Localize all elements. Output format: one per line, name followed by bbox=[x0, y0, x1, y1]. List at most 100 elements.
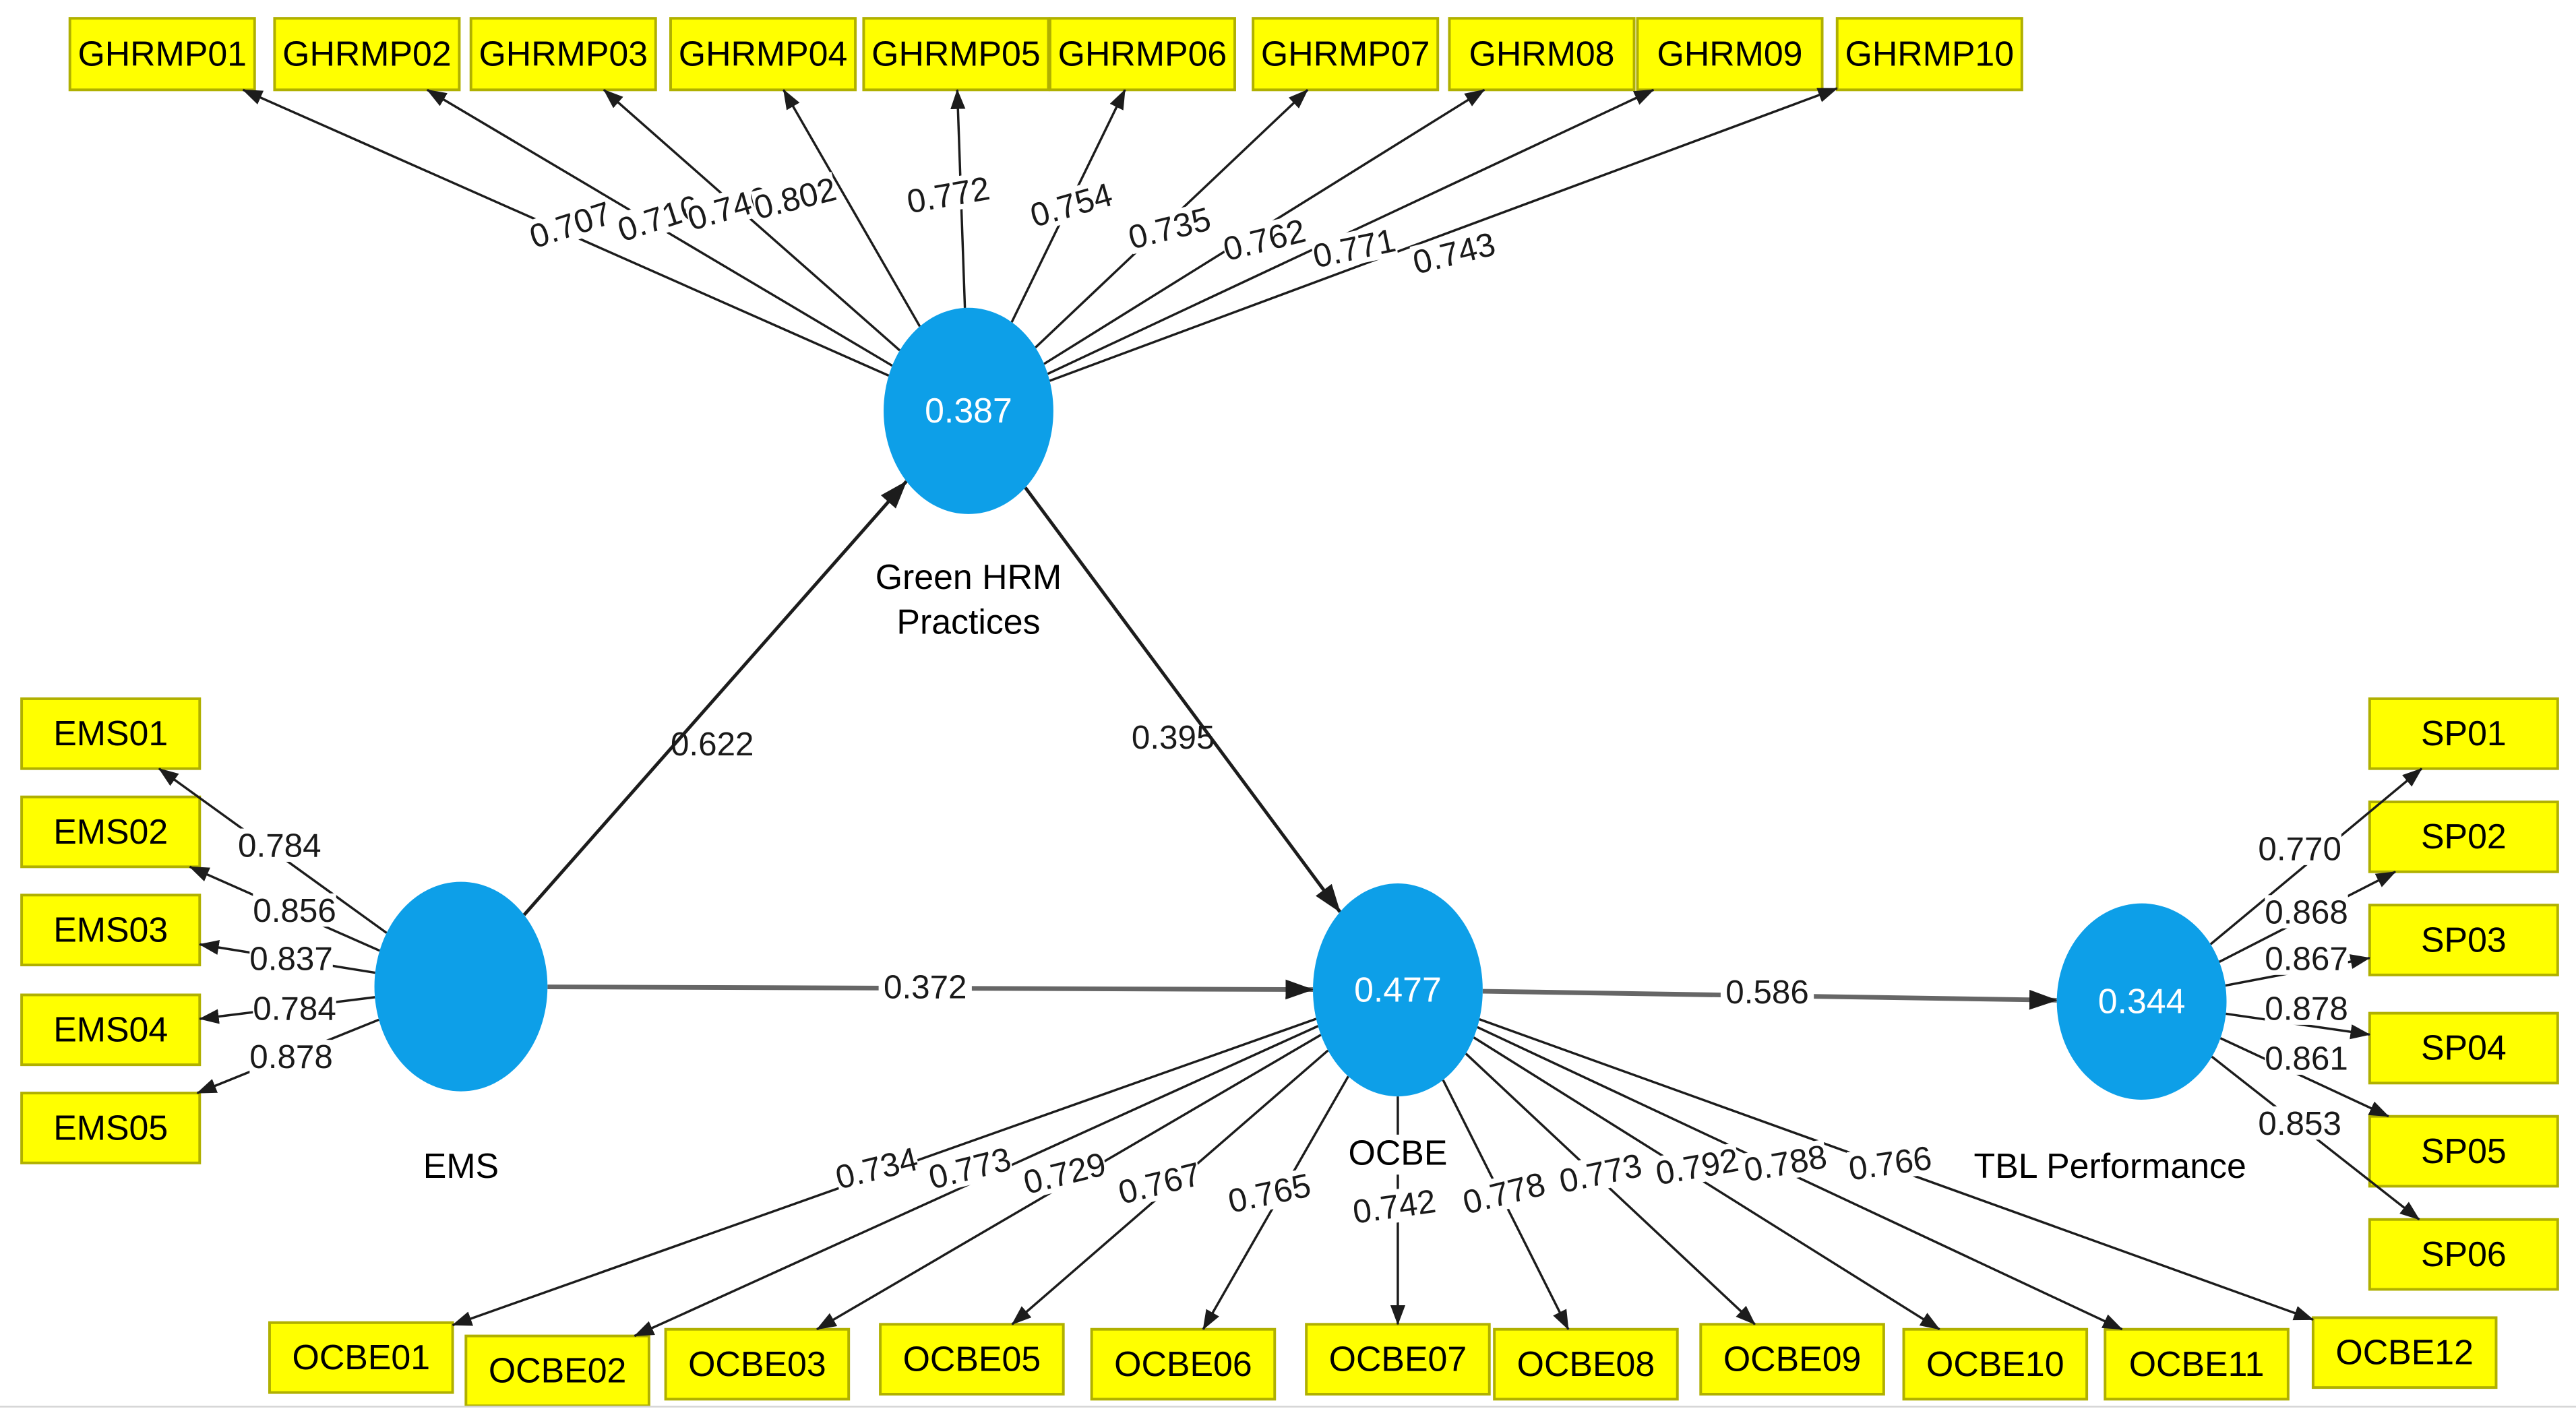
label-backdrop bbox=[1219, 213, 1309, 266]
loading-label-SP04: 0.878 bbox=[2265, 990, 2348, 1027]
loading-value-GHRM08: 0.762 bbox=[1219, 212, 1309, 268]
loading-label-OCBE10: 0.792 bbox=[1653, 1141, 1741, 1193]
indicator-OCBE08[interactable] bbox=[1493, 1327, 1679, 1401]
indicator-SP06[interactable] bbox=[2368, 1218, 2559, 1291]
loading-arrow-SP05 bbox=[2219, 1037, 2389, 1118]
construct-node-ocbe[interactable] bbox=[1313, 883, 1483, 1097]
loading-label-EMS03: 0.837 bbox=[249, 940, 333, 977]
label-backdrop bbox=[1020, 1146, 1109, 1199]
label-backdrop bbox=[1310, 222, 1399, 273]
indicator-OCBE11[interactable] bbox=[2104, 1327, 2290, 1401]
loading-arrow-GHRMP04 bbox=[783, 89, 921, 327]
indicator-label-EMS02: EMS02 bbox=[53, 812, 168, 851]
path-coefficient-ems-ghrm: 0.622 bbox=[671, 726, 754, 763]
loading-value-OCBE08: 0.778 bbox=[1459, 1165, 1549, 1221]
indicator-label-EMS03: EMS03 bbox=[53, 910, 168, 949]
loading-label-OCBE08: 0.778 bbox=[1459, 1165, 1549, 1221]
loading-label-EMS01: 0.784 bbox=[238, 827, 321, 865]
indicator-GHRMP03[interactable] bbox=[469, 17, 657, 92]
label-backdrop bbox=[613, 189, 704, 247]
indicator-label-SP05: SP05 bbox=[2421, 1131, 2507, 1170]
label-backdrop bbox=[1846, 1140, 1934, 1185]
indicator-label-SP03: SP03 bbox=[2421, 920, 2507, 959]
label-backdrop bbox=[904, 170, 992, 218]
indicator-label-SP04: SP04 bbox=[2421, 1028, 2507, 1067]
indicator-GHRMP01[interactable] bbox=[68, 17, 256, 92]
construct-node-ems[interactable] bbox=[374, 881, 548, 1092]
path-arrow-ghrm-ocbe[interactable] bbox=[1024, 487, 1342, 913]
label-backdrop bbox=[1720, 974, 1814, 1010]
indicator-label-GHRMP06: GHRMP06 bbox=[1058, 34, 1227, 73]
indicator-label-EMS04: EMS04 bbox=[53, 1010, 168, 1049]
indicator-OCBE12[interactable] bbox=[2311, 1316, 2498, 1389]
indicator-OCBE10[interactable] bbox=[1902, 1327, 2089, 1401]
label-backdrop bbox=[1653, 1142, 1742, 1190]
label-backdrop bbox=[238, 828, 321, 862]
indicator-label-EMS01: EMS01 bbox=[53, 714, 168, 753]
loading-value-GHRMP10: 0.743 bbox=[1409, 225, 1499, 281]
loading-value-OCBE06: 0.765 bbox=[1225, 1166, 1314, 1220]
construct-node-ghrm[interactable] bbox=[884, 307, 1053, 514]
coefficient-value: 0.586 bbox=[1725, 974, 1809, 1011]
loading-label-OCBE09: 0.773 bbox=[1556, 1147, 1645, 1200]
loading-arrow-OCBE09 bbox=[1465, 1053, 1756, 1325]
indicator-label-OCBE11: OCBE11 bbox=[2129, 1344, 2265, 1383]
indicator-OCBE06[interactable] bbox=[1090, 1327, 1277, 1401]
r-squared-ghrm: 0.387 bbox=[925, 391, 1012, 430]
label-backdrop bbox=[1351, 1184, 1438, 1229]
loading-label-SP06: 0.853 bbox=[2258, 1105, 2341, 1142]
loading-label-SP03: 0.867 bbox=[2265, 940, 2348, 977]
loading-value-EMS01: 0.784 bbox=[238, 827, 321, 865]
indicator-EMS02[interactable] bbox=[20, 795, 202, 869]
loading-value-SP01: 0.770 bbox=[2258, 830, 2341, 867]
label-backdrop bbox=[2265, 1041, 2348, 1075]
loading-value-EMS02: 0.856 bbox=[253, 892, 336, 929]
loading-value-SP05: 0.861 bbox=[2265, 1040, 2348, 1077]
indicator-EMS01[interactable] bbox=[20, 697, 202, 770]
indicator-EMS03[interactable] bbox=[20, 894, 202, 966]
indicator-GHRMP06[interactable] bbox=[1048, 17, 1236, 92]
indicator-SP01[interactable] bbox=[2368, 697, 2559, 770]
loading-label-OCBE07: 0.742 bbox=[1351, 1183, 1438, 1231]
indicator-OCBE02[interactable] bbox=[464, 1334, 650, 1408]
indicator-OCBE03[interactable] bbox=[664, 1327, 851, 1401]
label-backdrop bbox=[253, 893, 336, 927]
r-squared-tbl: 0.344 bbox=[2098, 982, 2186, 1021]
indicator-label-SP06: SP06 bbox=[2421, 1234, 2507, 1274]
label-backdrop bbox=[878, 970, 972, 1005]
label-backdrop bbox=[249, 941, 333, 975]
indicator-OCBE01[interactable] bbox=[268, 1321, 454, 1394]
loading-label-SP05: 0.861 bbox=[2265, 1040, 2348, 1077]
loading-value-EMS04: 0.784 bbox=[253, 990, 336, 1027]
indicator-OCBE09[interactable] bbox=[1699, 1323, 1885, 1396]
indicator-OCBE07[interactable] bbox=[1305, 1323, 1491, 1396]
indicator-GHRM08[interactable] bbox=[1448, 17, 1636, 92]
loading-value-SP06: 0.853 bbox=[2258, 1105, 2341, 1142]
indicator-EMS04[interactable] bbox=[20, 993, 202, 1067]
loading-label-EMS05: 0.878 bbox=[249, 1038, 333, 1075]
indicator-OCBE05[interactable] bbox=[879, 1323, 1065, 1396]
label-backdrop bbox=[253, 991, 336, 1025]
construct-label-ghrm: Practices bbox=[896, 602, 1040, 641]
r-squared-ocbe: 0.477 bbox=[1354, 970, 1442, 1009]
indicator-SP04[interactable] bbox=[2368, 1011, 2559, 1085]
indicator-GHRM09[interactable] bbox=[1636, 17, 1824, 92]
label-backdrop bbox=[1115, 1156, 1204, 1210]
path-arrow-ems-ghrm[interactable] bbox=[522, 480, 908, 916]
indicator-GHRMP04[interactable] bbox=[669, 17, 857, 92]
indicator-SP03[interactable] bbox=[2368, 904, 2559, 976]
indicator-EMS05[interactable] bbox=[20, 1092, 202, 1164]
indicator-label-OCBE05: OCBE05 bbox=[903, 1339, 1041, 1378]
indicator-GHRMP02[interactable] bbox=[273, 17, 461, 92]
indicator-GHRMP10[interactable] bbox=[1835, 17, 2023, 92]
indicator-GHRMP07[interactable] bbox=[1252, 17, 1440, 92]
indicator-SP02[interactable] bbox=[2368, 801, 2559, 873]
construct-node-tbl[interactable] bbox=[2056, 903, 2227, 1100]
indicator-label-GHRMP05: GHRMP05 bbox=[871, 34, 1041, 73]
label-backdrop bbox=[525, 195, 615, 253]
indicator-label-GHRMP10: GHRMP10 bbox=[1845, 34, 2015, 73]
indicator-SP05[interactable] bbox=[2368, 1115, 2559, 1188]
indicator-label-GHRM09: GHRM09 bbox=[1657, 34, 1803, 73]
label-backdrop bbox=[2258, 832, 2341, 865]
